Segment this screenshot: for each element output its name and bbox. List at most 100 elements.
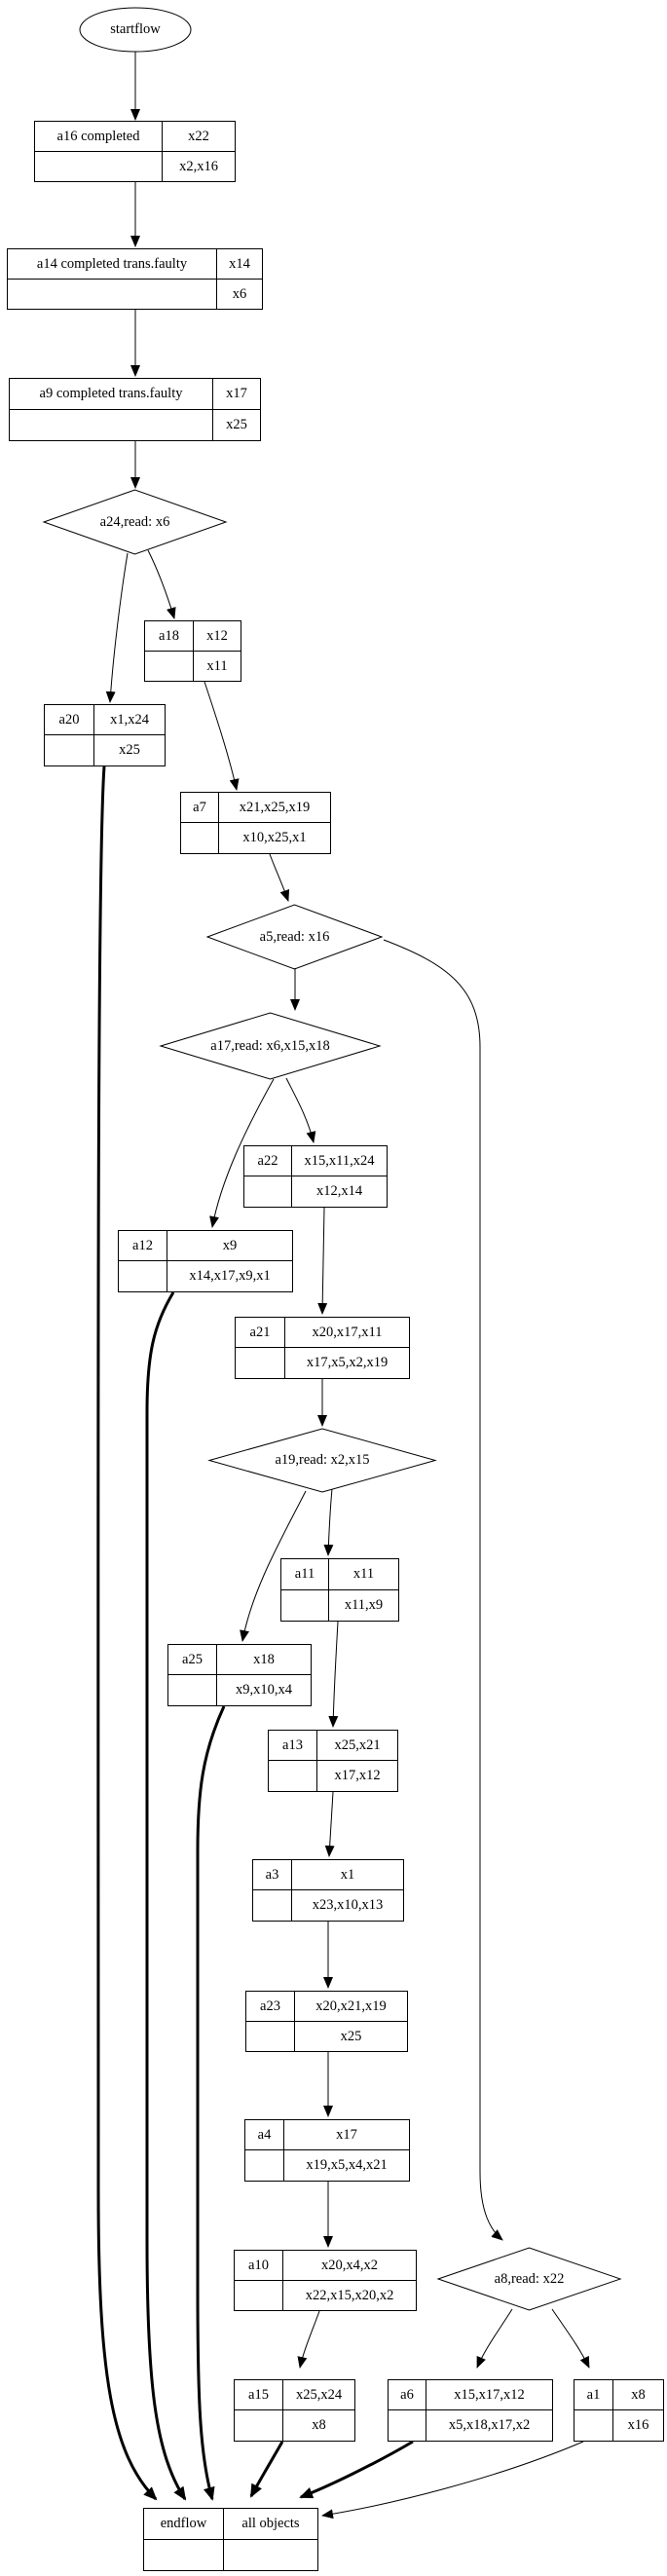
node-endflow-bottom-right — [224, 2540, 317, 2571]
node-a9-top-right: x17 — [213, 379, 260, 410]
edge-a17-a12 — [209, 1078, 275, 1228]
node-a4-top-right: x17 — [284, 2120, 409, 2150]
node-a18-label: a18 — [145, 621, 194, 652]
node-a14-bottom-right: x6 — [232, 285, 247, 302]
node-a16-label: a16 completed — [35, 122, 163, 152]
node-a1-bottom-right: x16 — [627, 2417, 649, 2434]
node-a5-shape — [205, 904, 384, 970]
node-a12-bottom-right: x14,x17,x9,x1 — [189, 1268, 271, 1285]
edge-a12-endflow — [145, 1291, 187, 2501]
node-a14-bottom-left — [8, 279, 217, 309]
node-a6-top-right: x15,x17,x12 — [426, 2380, 552, 2410]
node-a12-label: a12 — [119, 1231, 167, 1261]
node-a18-top-right: x12 — [194, 621, 241, 652]
node-a3-top-right: x1 — [292, 1860, 403, 1890]
node-a23-label: a23 — [246, 1992, 295, 2022]
node-a22-bottom-left — [244, 1176, 292, 1207]
node-a20-label: a20 — [45, 705, 94, 735]
node-endflow-bottom-left — [144, 2539, 224, 2570]
edge-a1-endflow — [321, 2441, 584, 2520]
edge-a24-a20 — [105, 552, 129, 703]
node-a22-bottom-right: x12,x14 — [315, 1183, 363, 1200]
node-a6-bottom-left — [389, 2410, 426, 2441]
node-a10-bottom-left — [235, 2280, 283, 2310]
node-a16-top-right: x22 — [163, 122, 235, 152]
edge-a7-a5 — [269, 853, 290, 902]
node-endflow-label: endflow — [144, 2509, 224, 2540]
node-a4-bottom-right: x19,x5,x4,x21 — [306, 2157, 388, 2174]
node-a17-shape — [159, 1012, 382, 1080]
node-endflow-top-right: all objects — [224, 2509, 317, 2540]
edge-a5-a8 — [383, 939, 503, 2241]
edge-a20-endflow — [96, 765, 158, 2501]
node-a15-bottom-left — [235, 2410, 283, 2441]
node-a3-label: a3 — [253, 1860, 292, 1890]
node-a21-bottom-left — [236, 1348, 285, 1378]
node-a25-bottom-right: x9,x10,x4 — [236, 1682, 292, 1699]
node-a1-label: a1 — [574, 2380, 613, 2410]
node-a3-bottom-right: x23,x10,x13 — [312, 1897, 384, 1914]
node-a21-bottom-right: x17,x5,x2,x19 — [306, 1355, 389, 1371]
node-a7-top-right: x21,x25,x19 — [219, 793, 330, 823]
node-a9-label: a9 completed trans.faulty — [10, 379, 213, 410]
node-a13-bottom-left — [269, 1761, 317, 1791]
node-a12-bottom-left — [119, 1261, 167, 1291]
node-a23-top-right: x20,x21,x19 — [295, 1992, 407, 2022]
edge-a6-endflow — [299, 2440, 414, 2499]
node-a4-bottom-left — [245, 2150, 284, 2181]
node-a11-label: a11 — [281, 1559, 329, 1590]
node-a23-bottom-left — [246, 2021, 295, 2051]
node-a11-bottom-right: x11,x9 — [344, 1597, 384, 1613]
node-a13-bottom-right: x17,x12 — [334, 1768, 381, 1784]
node-a14-top-right: x14 — [217, 249, 262, 280]
edge-a25-endflow — [196, 1705, 226, 2501]
node-a20-bottom-left — [45, 735, 94, 765]
edge-a10-a15 — [297, 2310, 320, 2369]
node-a1-bottom-left — [574, 2410, 613, 2441]
node-a7-label: a7 — [181, 793, 219, 823]
node-a19-shape — [207, 1428, 437, 1493]
node-a15-bottom-right: x8 — [312, 2417, 326, 2434]
node-a22-top-right: x15,x11,x24 — [292, 1146, 387, 1176]
node-a25-label: a25 — [168, 1645, 217, 1675]
node-a4-label: a4 — [245, 2120, 284, 2150]
node-a20-top-right: x1,x24 — [94, 705, 165, 735]
node-a7-bottom-left — [181, 823, 219, 853]
edge-a18-a7 — [204, 681, 240, 791]
edge-a19-a11 — [323, 1488, 334, 1556]
edge-a13-a3 — [324, 1791, 335, 1857]
node-a22-label: a22 — [244, 1146, 292, 1176]
node-a12-top-right: x9 — [167, 1231, 292, 1261]
node-a6-bottom-right: x5,x18,x17,x2 — [448, 2417, 531, 2434]
node-a1-top-right: x8 — [613, 2380, 663, 2410]
node-startflow-shape — [79, 7, 192, 53]
node-a18-bottom-right: x11 — [206, 657, 228, 674]
node-a10-label: a10 — [235, 2251, 283, 2281]
node-a9-bottom-left — [10, 409, 213, 440]
node-a23-bottom-right: x25 — [340, 2028, 362, 2044]
node-a24-shape — [42, 489, 228, 555]
node-a13-top-right: x25,x21 — [317, 1731, 397, 1761]
node-a15-label: a15 — [235, 2380, 283, 2410]
edge-a24-a18 — [147, 549, 176, 619]
edge-a15-endflow — [249, 2441, 284, 2498]
node-a16-bottom-left — [35, 151, 163, 181]
node-a25-bottom-left — [168, 1675, 217, 1705]
edge-a11-a13 — [328, 1621, 339, 1728]
node-a18-bottom-left — [145, 651, 194, 681]
